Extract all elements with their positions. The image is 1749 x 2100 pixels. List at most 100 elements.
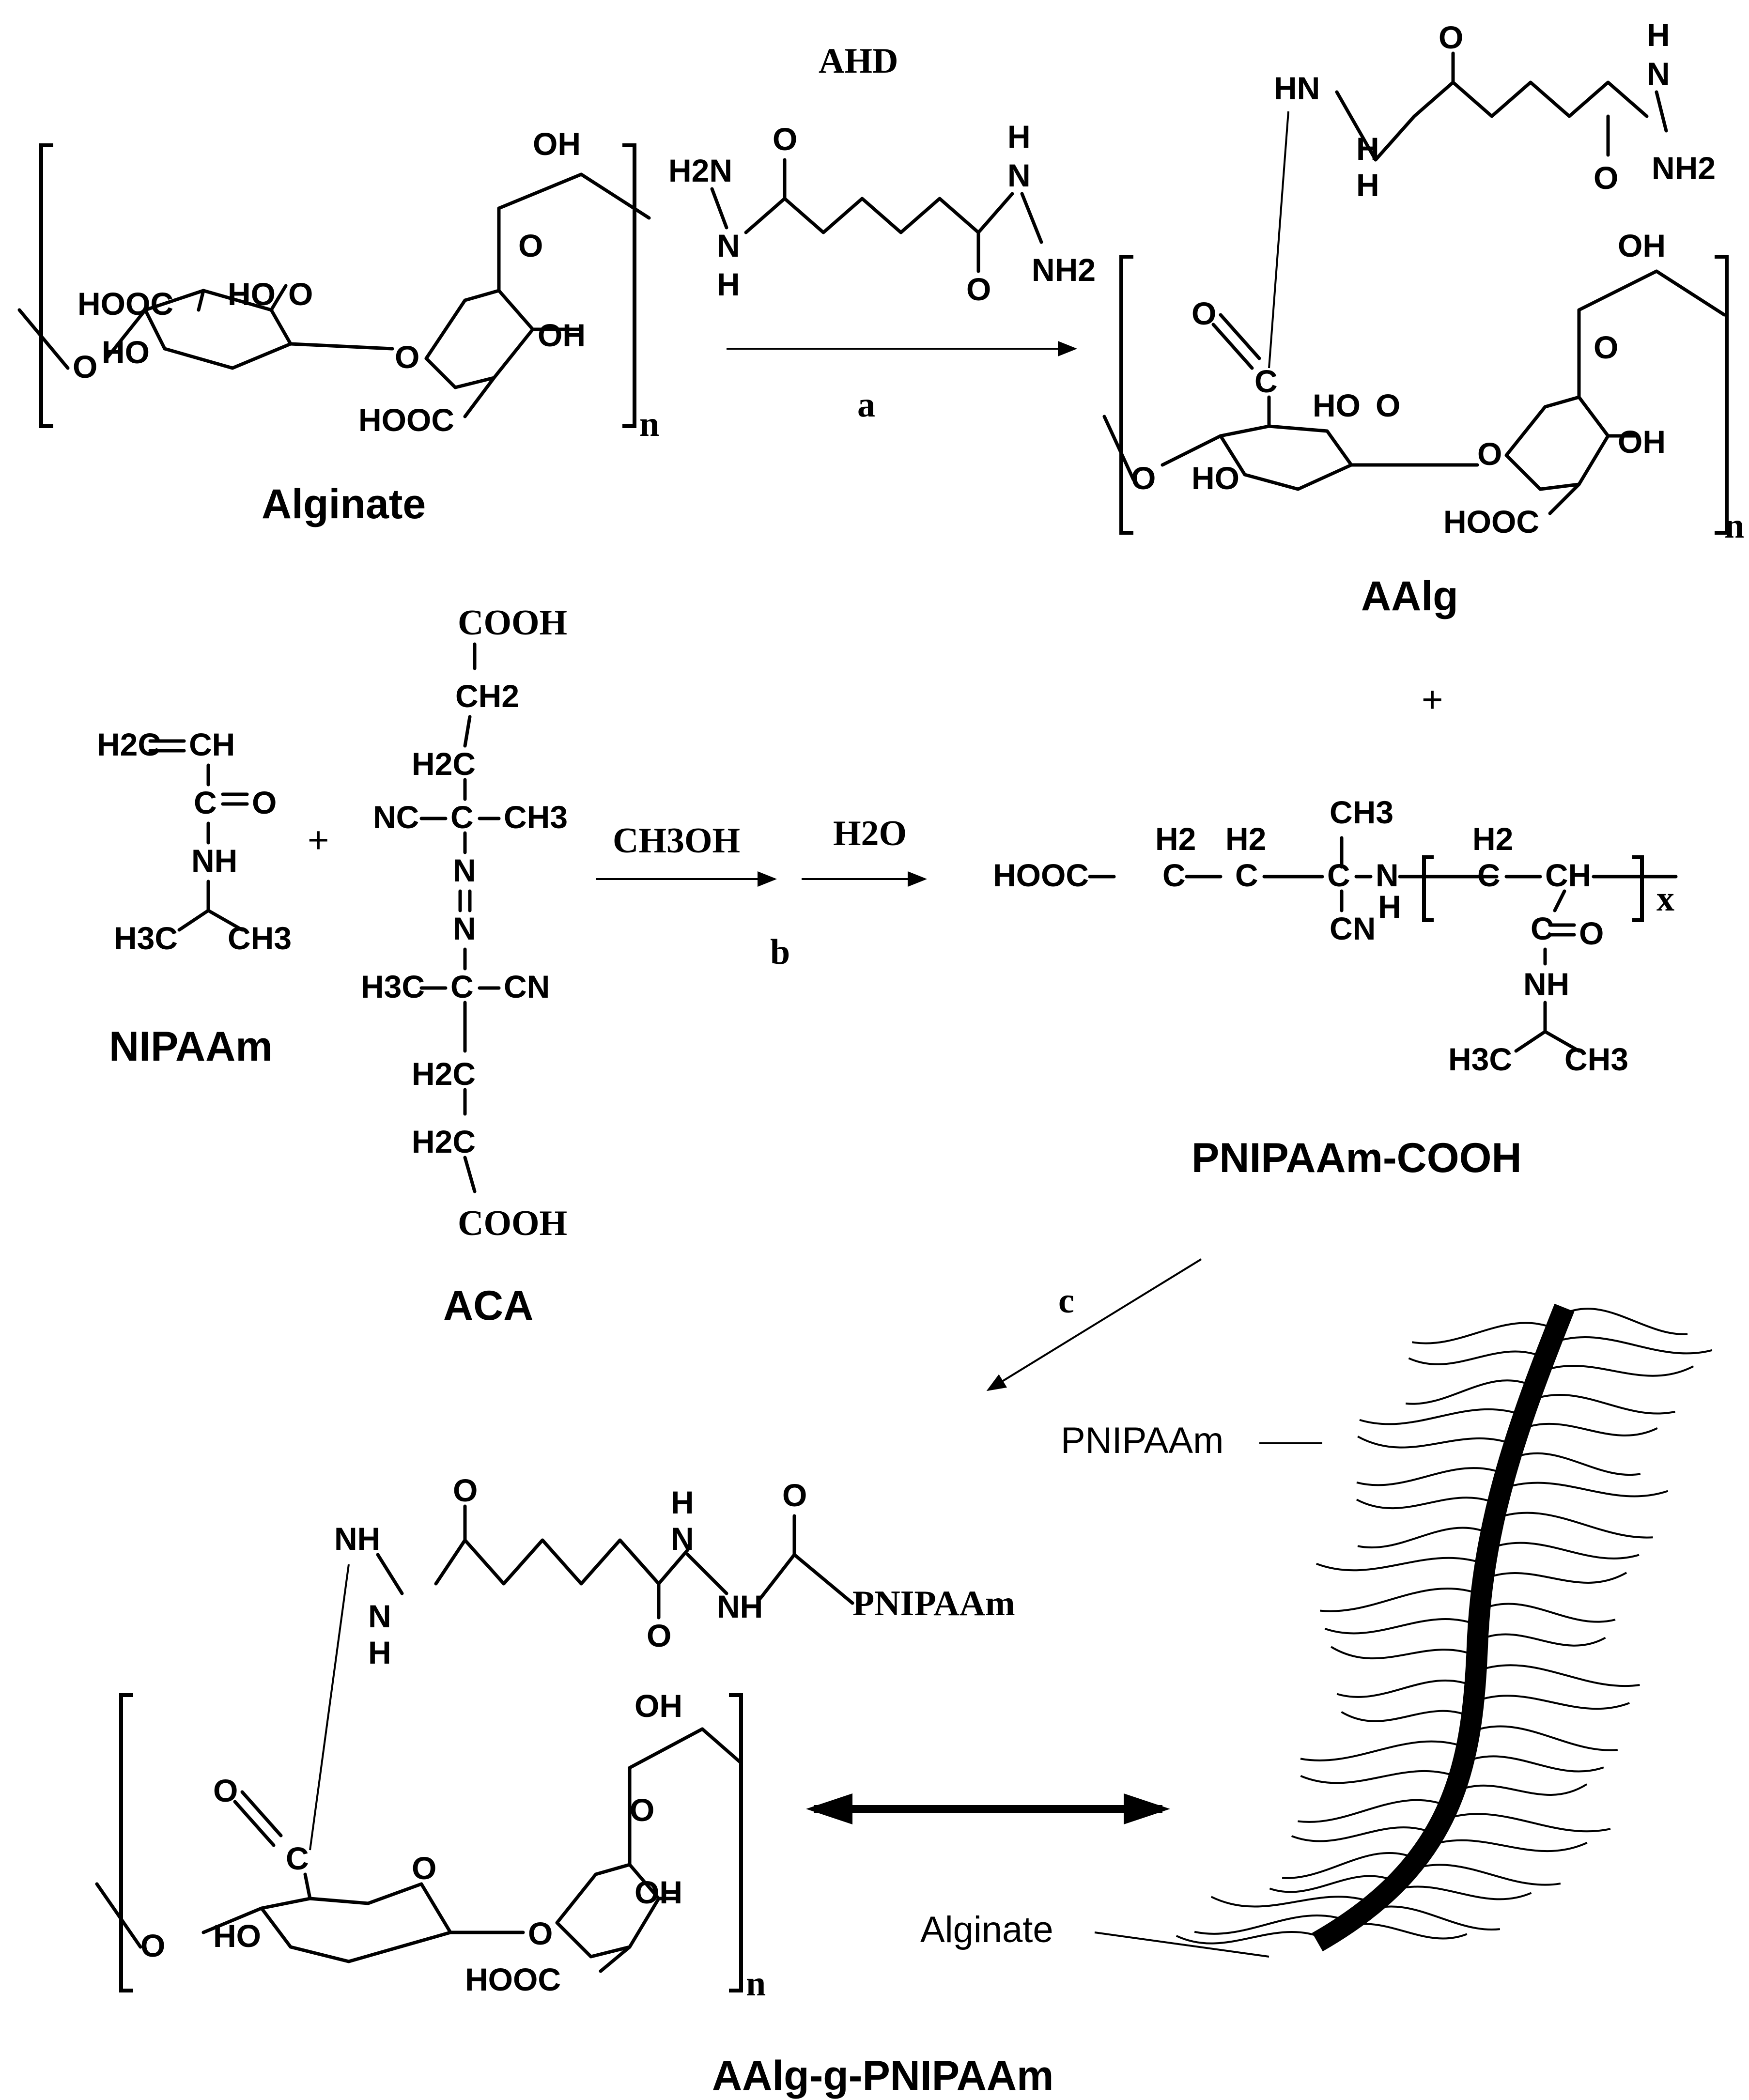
svg-text:CH3: CH3 — [1564, 1041, 1628, 1077]
svg-text:HO: HO — [228, 276, 276, 312]
pnipaam-chain — [1298, 1799, 1449, 1823]
svg-text:HN: HN — [1274, 70, 1320, 106]
svg-text:H: H — [368, 1635, 391, 1670]
repeat-x: x — [1656, 879, 1674, 919]
arrow-c: c — [986, 1258, 1202, 1391]
pnipaam-chain — [1300, 1770, 1460, 1784]
pnipaam-chain — [1518, 1422, 1658, 1436]
svg-text:HO: HO — [1192, 460, 1239, 496]
aca-label: ACA — [443, 1282, 533, 1329]
svg-text:C: C — [286, 1840, 309, 1876]
pnipaam-chain — [1300, 1740, 1467, 1761]
pnipaam-chain — [1320, 1587, 1482, 1612]
svg-text:CN: CN — [504, 969, 550, 1004]
svg-text:H2N: H2N — [668, 153, 732, 188]
svg-text:C: C — [1162, 857, 1186, 893]
svg-text:C: C — [450, 799, 474, 835]
svg-text:O: O — [1594, 160, 1618, 196]
svg-text:H2C: H2C — [97, 726, 161, 762]
pnipaam-chain — [1357, 1436, 1515, 1449]
pnipaam-chain — [1341, 1710, 1472, 1722]
svg-text:H2C: H2C — [412, 746, 476, 782]
ahd-label: AHD — [819, 41, 898, 81]
svg-text:HO: HO — [1313, 387, 1361, 423]
svg-text:HOOC: HOOC — [358, 402, 454, 438]
arrow-a-label: a — [857, 385, 875, 425]
svg-text:NH: NH — [191, 843, 237, 879]
arrow-b: CH3OH H2O b — [596, 814, 927, 972]
svg-text:N: N — [1647, 56, 1670, 92]
svg-text:O: O — [73, 349, 97, 385]
svg-text:O: O — [1439, 19, 1463, 55]
pnipaam-chain — [1407, 1864, 1561, 1886]
svg-text:H: H — [1007, 119, 1031, 154]
pnipaam-chain — [1412, 1322, 1557, 1344]
svg-text:O: O — [140, 1928, 165, 1963]
svg-text:H: H — [1647, 17, 1670, 53]
svg-text:C: C — [1477, 857, 1501, 893]
arrow-c-label: c — [1058, 1281, 1074, 1321]
svg-text:NH: NH — [1523, 966, 1569, 1002]
nipaam-label: NIPAAm — [109, 1023, 273, 1070]
pnipaam-chain — [1509, 1452, 1641, 1476]
svg-text:CH3: CH3 — [228, 920, 292, 956]
svg-text:C: C — [194, 785, 217, 820]
svg-text:N: N — [453, 852, 476, 888]
svg-text:N: N — [717, 228, 740, 263]
pnipaam-chain — [1385, 1885, 1532, 1900]
svg-text:O: O — [453, 1472, 478, 1508]
pnipaam-chain — [1469, 1725, 1618, 1751]
pnipaam-chain — [1356, 1497, 1498, 1510]
svg-text:OH: OH — [635, 1688, 682, 1724]
arrow-b-label: b — [770, 932, 790, 972]
svg-text:C: C — [1235, 857, 1258, 893]
svg-text:OH: OH — [1618, 228, 1666, 263]
pnipaam-chain — [1408, 1350, 1546, 1365]
svg-text:O: O — [518, 228, 543, 263]
pnipaam-chain — [1194, 1914, 1350, 1935]
pnipaam-cooh-label: PNIPAAm-COOH — [1192, 1135, 1522, 1181]
alginate-backbone-label: Alginate — [920, 1909, 1053, 1950]
nipaam-structure: H2C CH C O NH H3C CH3 NIPAAm — [97, 726, 292, 1070]
pnipaam-chain — [1475, 1664, 1640, 1687]
aalg-label: AAlg — [1361, 573, 1458, 619]
alginate-repeat-n: n — [639, 404, 659, 444]
svg-text:CH3: CH3 — [504, 799, 568, 835]
svg-text:N: N — [453, 911, 476, 946]
svg-text:O: O — [1477, 436, 1502, 472]
pnipaam-chain — [1539, 1365, 1694, 1377]
arrow-a: a — [727, 341, 1077, 425]
aalg-structure: HN H H O O H N NH2 n O C O HO HO O O OH — [1102, 17, 1744, 619]
svg-text:HOOC: HOOC — [1443, 504, 1539, 540]
aalg-repeat-n: n — [1724, 506, 1744, 546]
svg-text:C: C — [1254, 363, 1278, 399]
svg-text:NH: NH — [717, 1589, 763, 1624]
svg-text:O: O — [528, 1915, 553, 1951]
pnipaam-chain — [1359, 1408, 1524, 1425]
alginate-structure: n O HOOC HO HO O O OH O OH HOOC Alginate — [17, 126, 659, 527]
svg-text:HOOC: HOOC — [993, 857, 1089, 893]
svg-text:O: O — [773, 121, 797, 157]
svg-text:N: N — [1376, 857, 1399, 893]
svg-text:O: O — [630, 1792, 654, 1828]
pnipaam-chain — [1454, 1783, 1588, 1796]
svg-text:NC: NC — [373, 799, 419, 835]
svg-text:H3C: H3C — [361, 969, 425, 1004]
svg-text:CH: CH — [189, 726, 235, 762]
alginate-label: Alginate — [262, 481, 426, 527]
pnipaam-chain — [1336, 1679, 1475, 1698]
svg-text:N: N — [671, 1521, 694, 1557]
svg-text:O: O — [1376, 387, 1400, 423]
svg-text:C: C — [1531, 911, 1554, 946]
svg-text:H: H — [1356, 167, 1379, 203]
svg-text:H3C: H3C — [114, 920, 178, 956]
pnipaam-chain — [1561, 1308, 1688, 1335]
alginate-backbone — [1312, 1303, 1575, 1952]
plus-large: + — [1422, 679, 1443, 720]
pnipaam-chain — [1501, 1482, 1669, 1498]
pnipaam-chain — [1477, 1633, 1606, 1647]
svg-text:H: H — [717, 266, 740, 302]
pnipaam-chain — [1269, 1875, 1398, 1893]
svg-text:O: O — [288, 276, 313, 312]
